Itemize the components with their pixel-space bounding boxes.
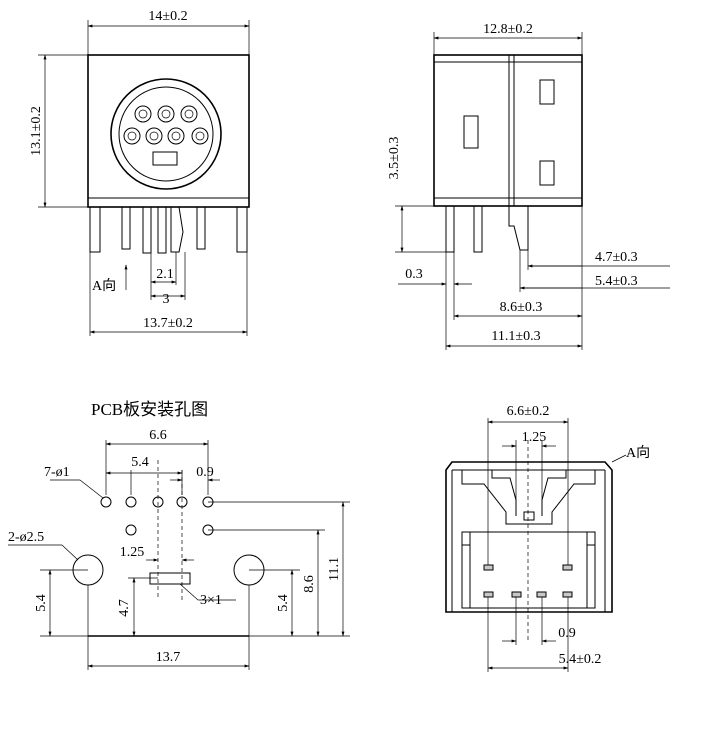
pcb-dim-111: 11.1 [327, 557, 342, 581]
pcb-dim-09: 0.9 [196, 465, 214, 480]
bottom-dim-pitch: 0.9 [558, 626, 576, 641]
pcb-layout: PCB板安装孔图 6.6 5.4 0.9 [8, 400, 350, 670]
pcb-dim-66: 6.6 [149, 428, 167, 443]
side-dim-pin-offset: 0.3 [405, 267, 423, 282]
side-view: 12.8±0.2 3.5±0.3 0.3 4.7±0.3 5.4±0.3 8.6… [387, 22, 670, 350]
bottom-view: 6.6±0.2 1.25 A向 0.9 5.4±0.2 [445, 404, 650, 672]
side-dim-c: 8.6±0.3 [500, 300, 543, 315]
dim-width-bottom: 13.7±0.2 [143, 316, 193, 331]
pcb-dim-125: 1.25 [120, 545, 145, 560]
pcb-hole-large: 2-ø2.5 [8, 530, 44, 545]
side-dim-a: 4.7±0.3 [595, 250, 638, 265]
pcb-hole-small: 7-ø1 [44, 465, 70, 480]
front-pin-holes [123, 105, 209, 166]
dim-pin-pitch: 2.1 [156, 267, 174, 282]
dim-width-top: 14±0.2 [148, 9, 187, 24]
bottom-dim-gap: 1.25 [522, 430, 547, 445]
pcb-title: PCB板安装孔图 [91, 400, 208, 419]
bottom-pins [483, 564, 573, 598]
pcb-dim-54: 5.4 [131, 455, 149, 470]
view-label-a: A向 [92, 278, 116, 294]
side-dim-width: 12.8±0.2 [483, 22, 533, 37]
dim-height: 13.1±0.2 [29, 106, 44, 156]
pcb-slot: 3×1 [200, 593, 222, 608]
side-dim-b: 5.4±0.3 [595, 274, 638, 289]
bottom-dim-width-bottom: 5.4±0.2 [559, 652, 602, 667]
pcb-dim-54-right: 5.4 [276, 594, 291, 612]
pcb-dim-47: 4.7 [117, 599, 132, 617]
pcb-dim-54-left: 5.4 [34, 594, 49, 612]
bottom-view-label: A向 [626, 445, 650, 461]
front-pins [89, 206, 248, 254]
dim-pin-spacing: 3 [163, 292, 170, 307]
bottom-dim-width-top: 6.6±0.2 [507, 404, 550, 419]
side-dim-height: 3.5±0.3 [387, 137, 402, 180]
pcb-dim-137: 13.7 [156, 650, 181, 665]
side-dim-d: 11.1±0.3 [491, 329, 540, 344]
front-view: 14±0.2 13.1±0.2 A向 2.1 3 13.7±0.2 [29, 9, 250, 336]
pcb-holes [72, 496, 265, 586]
pcb-dim-86: 8.6 [302, 575, 317, 593]
